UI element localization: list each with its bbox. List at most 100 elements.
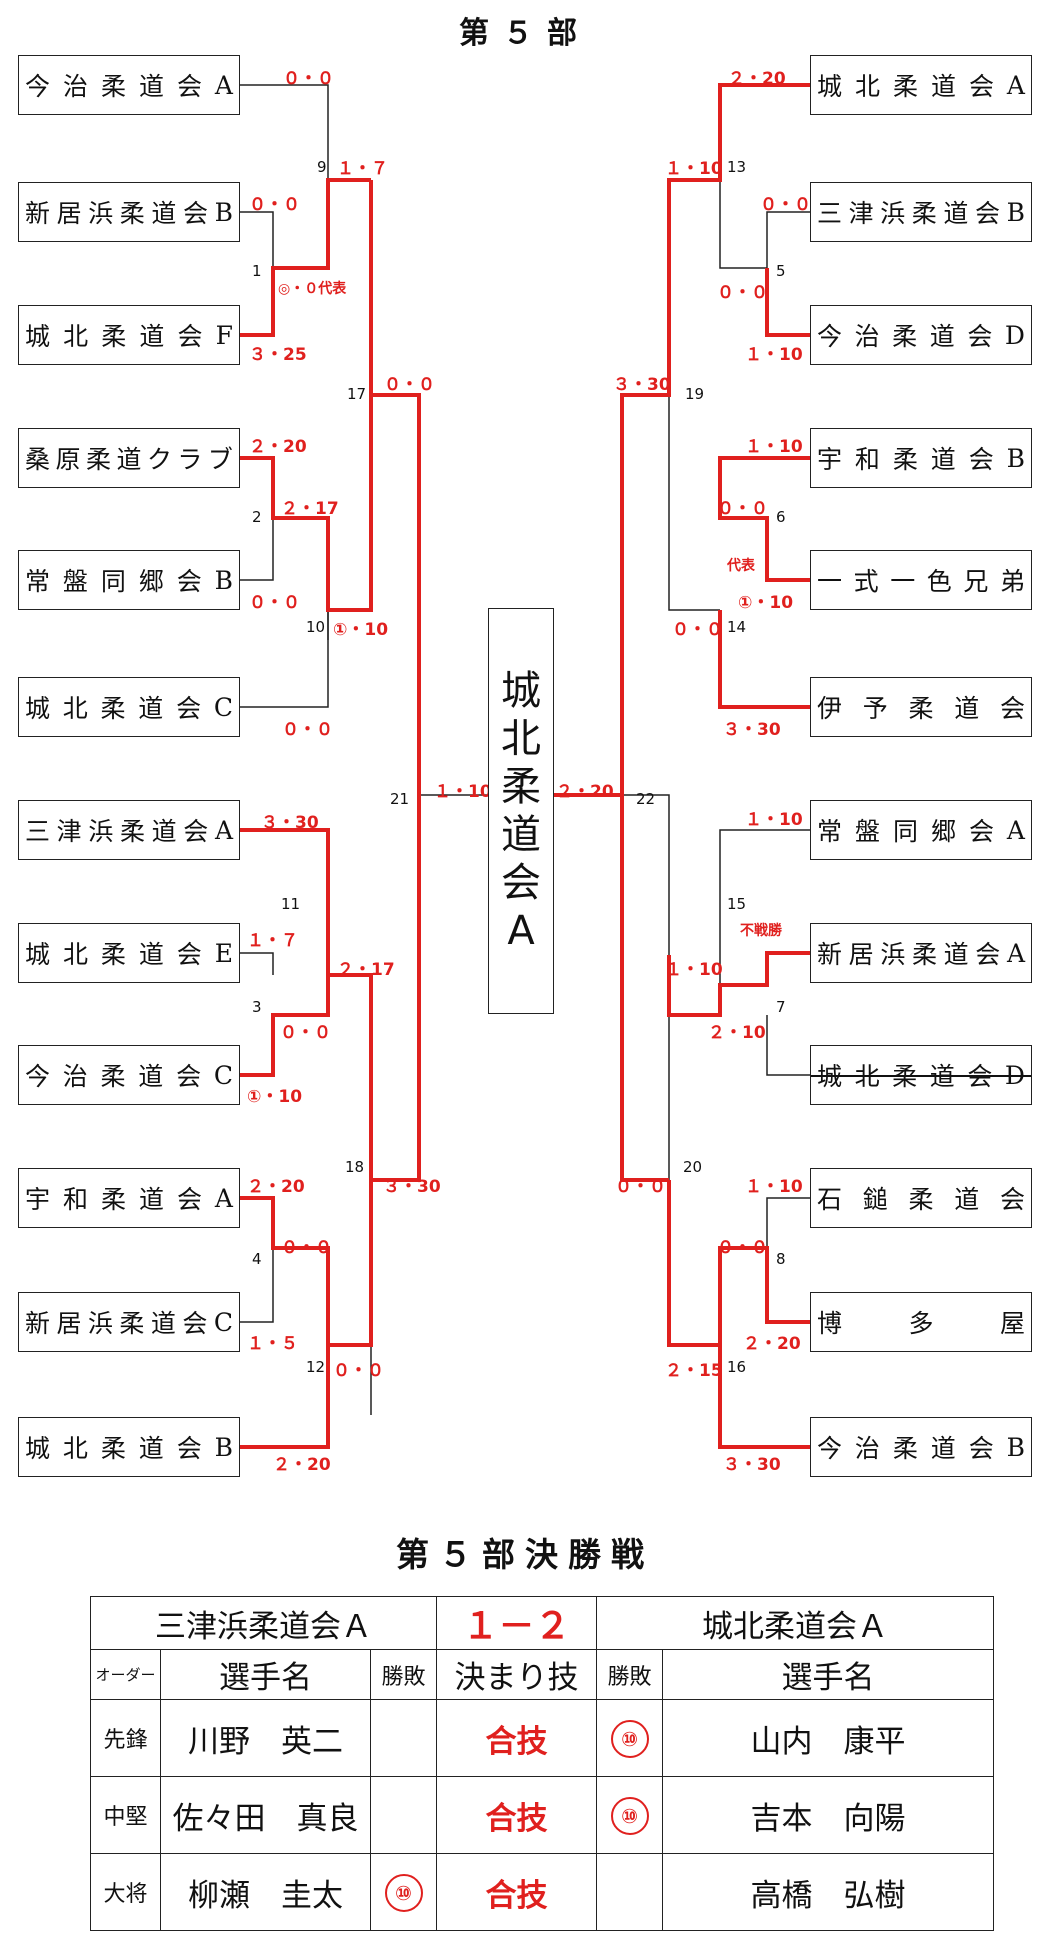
team-name-char: 柔 <box>892 1434 918 1463</box>
team-name-char: 柔 <box>908 1185 934 1214</box>
team-name-char: 柔 <box>892 1062 918 1091</box>
team-name-char: 宇 <box>25 1185 51 1214</box>
match-number: 18 <box>345 1158 365 1176</box>
team-name-char: B <box>1006 197 1025 227</box>
match-score: ０・０ <box>760 195 811 215</box>
col-player-left: 選手名 <box>160 1649 371 1700</box>
team-name-char: 常 <box>817 817 843 846</box>
match-number: 15 <box>727 895 747 913</box>
team-name-char: 浜 <box>88 199 114 228</box>
match-score: ２・20 <box>743 1334 801 1354</box>
team-name-char: 会 <box>975 940 1001 969</box>
match-score: ０・０ <box>280 1023 331 1043</box>
final-team-right: 城北柔道会Ａ <box>596 1596 995 1650</box>
team-name-char: 兄 <box>963 567 989 596</box>
match-score: ３・30 <box>383 1177 441 1197</box>
team-name-char: 会 <box>176 1062 202 1091</box>
team-name-char: B <box>214 197 233 227</box>
match-note: ◎・０代表 <box>278 281 347 297</box>
team-name-char: 弟 <box>999 567 1025 596</box>
team-name-char: 常 <box>25 567 51 596</box>
match-note: 代表 <box>727 558 755 574</box>
team-name-char: 宇 <box>817 445 843 474</box>
team-name-char: 柔 <box>119 817 145 846</box>
team-name-char: 道 <box>138 1185 164 1214</box>
match-score: ０・０ <box>283 69 334 89</box>
match-score: ３・30 <box>261 813 319 833</box>
match-number: 2 <box>252 508 262 526</box>
col-player-right: 選手名 <box>662 1649 995 1700</box>
team-name-char: ラ <box>177 445 203 474</box>
match-score: １・７ <box>337 159 388 179</box>
match-number: 12 <box>306 1358 326 1376</box>
team-name-char: 柔 <box>892 322 918 351</box>
final-team-left: 三津浜柔道会Ａ <box>89 1596 438 1650</box>
team-name-char: B <box>214 1432 233 1462</box>
match-score: ３・30 <box>723 720 781 740</box>
team-name-char: 会 <box>968 445 994 474</box>
team-name-char: 今 <box>817 322 843 351</box>
team-name-char: D <box>1004 320 1025 350</box>
match-score: １・10 <box>745 437 803 457</box>
team-name-char: 桑 <box>25 445 51 474</box>
team-name-char: 津 <box>848 199 874 228</box>
team-name-char: 北 <box>62 1434 88 1463</box>
team-name-char: 治 <box>62 72 88 101</box>
team-name-char: F <box>215 320 233 350</box>
table-row: 中堅 佐々田 真良 合技 ⑩ 吉本 向陽 <box>90 1776 995 1854</box>
player-left: 佐々田 真良 <box>160 1776 371 1854</box>
player-right: 山内 康平 <box>662 1699 995 1777</box>
team-name-char: 柔 <box>911 199 937 228</box>
team-name-char: 会 <box>974 199 1000 228</box>
match-number: 21 <box>390 790 410 808</box>
team-name-char: 今 <box>25 1062 51 1091</box>
team-name-char: 鎚 <box>862 1185 888 1214</box>
team-name-char: A <box>1006 70 1025 100</box>
champion-char: 会 <box>501 860 541 906</box>
match-number: 8 <box>776 1250 786 1268</box>
team-name-char: 道 <box>138 940 164 969</box>
match-score: １・10 <box>434 782 492 802</box>
team-name-char: 道 <box>930 72 956 101</box>
champion-char: 城 <box>501 668 541 714</box>
match-score: １・10 <box>745 1177 803 1197</box>
player-right: 高橋 弘樹 <box>662 1853 995 1931</box>
team-name-char: 予 <box>862 694 888 723</box>
match-score: ２・20 <box>556 782 614 802</box>
team-name-char: 津 <box>56 817 82 846</box>
team-name-char: 柔 <box>892 445 918 474</box>
team-name-char: A <box>214 70 233 100</box>
team-name-char: 会 <box>176 694 202 723</box>
match-number: 16 <box>727 1358 747 1376</box>
team-name-char: 道 <box>929 1062 955 1091</box>
team-name-char: 道 <box>943 940 969 969</box>
champion-char: A <box>507 908 535 954</box>
team-name-char: 城 <box>25 694 51 723</box>
team-name-char: 今 <box>817 1434 843 1463</box>
match-score: ２・15 <box>665 1361 723 1381</box>
match-number: 14 <box>727 618 747 636</box>
team-name-char: C <box>213 1307 233 1337</box>
team-name-char: 郷 <box>930 817 956 846</box>
match-number: 5 <box>776 262 786 280</box>
position-cell: 中堅 <box>90 1776 161 1854</box>
bracket-lines <box>240 83 810 1449</box>
team-name-char: D <box>1004 1060 1025 1090</box>
team-name-char: 浜 <box>87 1309 113 1338</box>
team-name-char: 居 <box>56 199 82 228</box>
match-score: ２・20 <box>728 69 786 89</box>
team-name-char: A <box>1006 938 1025 968</box>
team-name-char: 会 <box>176 940 202 969</box>
match-score: ２・20 <box>247 1177 305 1197</box>
left-team-box: 桑原柔道クラブ <box>18 428 240 488</box>
team-name-char: 道 <box>138 72 164 101</box>
team-name-char: 柔 <box>892 72 918 101</box>
right-team-box: 博多屋 <box>810 1292 1032 1352</box>
team-name-char: 柔 <box>100 940 126 969</box>
team-name-char: 会 <box>968 72 994 101</box>
